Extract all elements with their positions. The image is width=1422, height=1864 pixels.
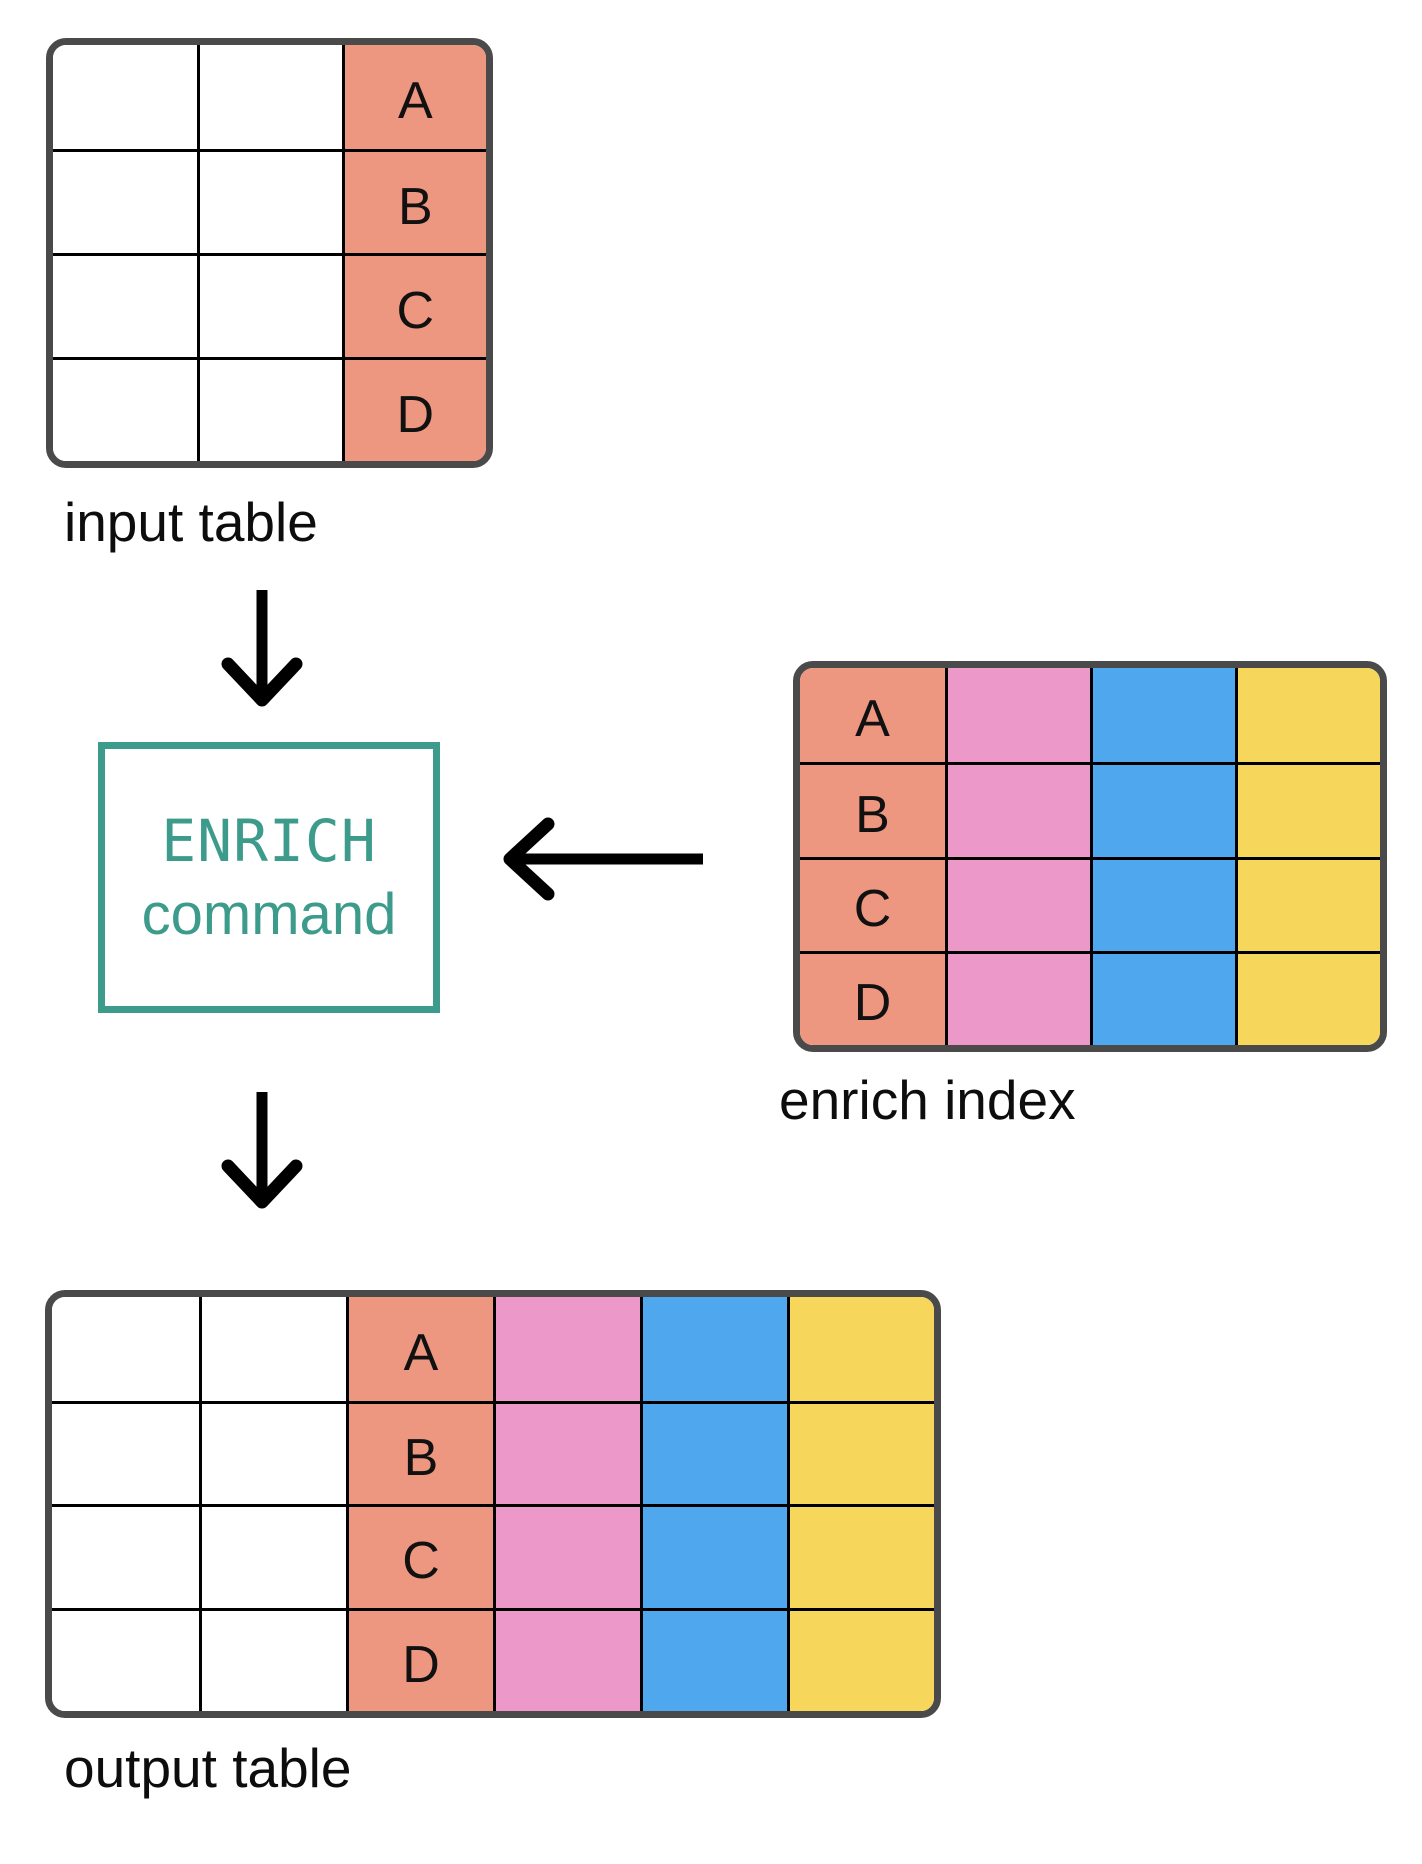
- key-cell: C: [346, 1504, 493, 1608]
- table-cell: [640, 1297, 787, 1401]
- table-cell: [493, 1297, 640, 1401]
- table-cell: [1090, 856, 1235, 951]
- table-cell: [1235, 668, 1380, 763]
- output-table-label: output table: [64, 1737, 352, 1799]
- enrich-index-label: enrich index: [779, 1069, 1076, 1131]
- table-cell: [493, 1607, 640, 1711]
- table-cell: [199, 1400, 346, 1504]
- table-cell: [640, 1504, 787, 1608]
- enrich-command-box: ENRICH command: [98, 742, 440, 1013]
- table-cell: [1235, 950, 1380, 1045]
- key-cell: D: [341, 357, 486, 461]
- table-cell: [640, 1400, 787, 1504]
- key-cell: D: [800, 950, 945, 1045]
- table-cell: [53, 253, 198, 357]
- table-cell: [945, 668, 1090, 763]
- table-cell: [52, 1297, 199, 1401]
- key-cell: A: [800, 668, 945, 763]
- down-arrow-icon: [221, 1092, 303, 1209]
- table-cell: [197, 45, 342, 149]
- key-cell: D: [346, 1607, 493, 1711]
- key-cell: B: [800, 762, 945, 857]
- table-cell: [493, 1504, 640, 1608]
- key-cell: B: [346, 1400, 493, 1504]
- enrich-command-word: command: [141, 881, 397, 947]
- table-cell: [945, 856, 1090, 951]
- table-cell: [52, 1400, 199, 1504]
- table-cell: [199, 1297, 346, 1401]
- key-cell: C: [341, 253, 486, 357]
- table-cell: [787, 1607, 934, 1711]
- table-cell: [787, 1400, 934, 1504]
- table-cell: [945, 950, 1090, 1045]
- key-cell: A: [341, 45, 486, 149]
- table-cell: [53, 357, 198, 461]
- table-cell: [1235, 762, 1380, 857]
- table-cell: [52, 1607, 199, 1711]
- table-cell: [197, 357, 342, 461]
- input-table-label: input table: [64, 491, 318, 553]
- table-cell: [1090, 950, 1235, 1045]
- table-cell: [640, 1607, 787, 1711]
- key-cell: C: [800, 856, 945, 951]
- table-cell: [197, 253, 342, 357]
- table-cell: [1235, 856, 1380, 951]
- table-cell: [53, 45, 198, 149]
- key-cell: A: [346, 1297, 493, 1401]
- left-arrow-icon: [503, 817, 703, 901]
- table-cell: [1090, 668, 1235, 763]
- table-cell: [53, 149, 198, 253]
- table-cell: [787, 1297, 934, 1401]
- table-cell: [493, 1400, 640, 1504]
- enrich-command-name: ENRICH: [161, 806, 377, 875]
- table-cell: [945, 762, 1090, 857]
- key-cell: B: [341, 149, 486, 253]
- table-cell: [199, 1607, 346, 1711]
- table-cell: [52, 1504, 199, 1608]
- table-cell: [199, 1504, 346, 1608]
- down-arrow-icon: [221, 590, 303, 707]
- table-cell: [787, 1504, 934, 1608]
- table-cell: [197, 149, 342, 253]
- table-cell: [1090, 762, 1235, 857]
